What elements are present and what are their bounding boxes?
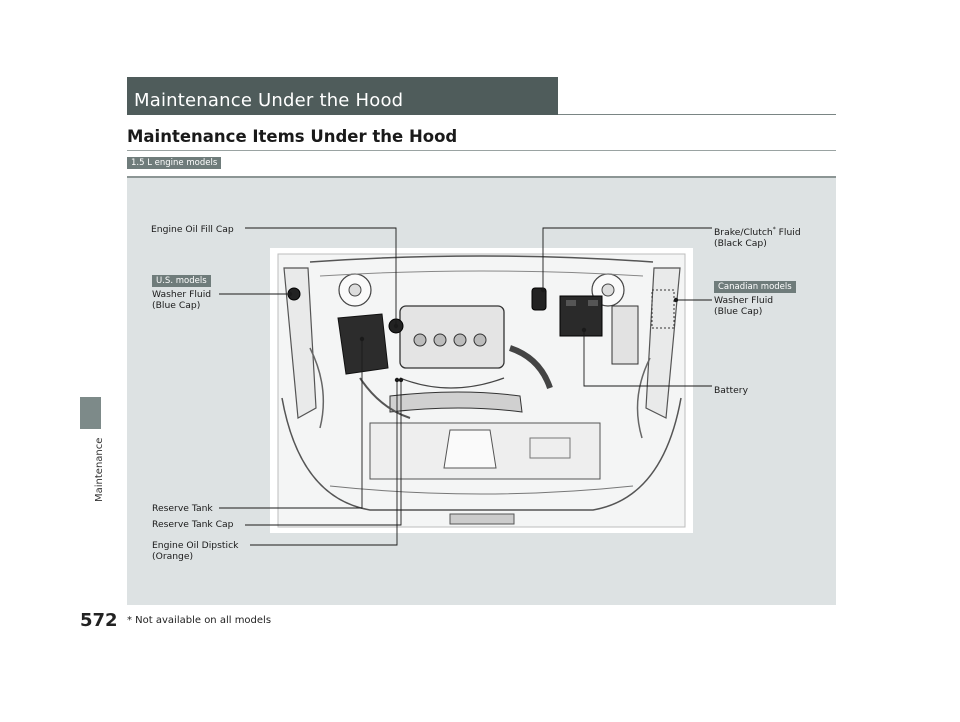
washer-fluid-right-line2: (Blue Cap): [714, 306, 763, 317]
reserve-tank-label: Reserve Tank: [152, 503, 213, 514]
washer-fluid-left-line2: (Blue Cap): [152, 300, 201, 311]
engine-model-tag: 1.5 L engine models: [127, 157, 222, 169]
page-number: 572: [80, 610, 118, 631]
washer-fluid-right-line1: Washer Fluid: [714, 295, 774, 306]
washer-fluid-left-label: Washer Fluid (Blue Cap): [152, 289, 211, 311]
reserve-tank-cap-label: Reserve Tank Cap: [152, 519, 234, 530]
battery-text: Battery: [714, 385, 749, 396]
battery-label: Battery: [714, 385, 748, 396]
section-banner: Maintenance Under the Hood: [127, 77, 558, 115]
engine-oil-fill-cap-text: Engine Oil Fill Cap: [151, 224, 234, 235]
engine-oil-fill-cap-label: Engine Oil Fill Cap: [151, 224, 234, 235]
washer-fluid-left-line1: Washer Fluid: [152, 289, 212, 300]
engine-bay-illustration: [270, 248, 693, 533]
banner-divider: [558, 114, 836, 115]
page-heading: Maintenance Items Under the Hood: [127, 127, 458, 146]
chapter-tab: [80, 397, 101, 429]
canadian-models-tag: Canadian models: [714, 281, 796, 293]
reserve-tank-cap-text: Reserve Tank Cap: [152, 519, 234, 530]
reserve-tank-text: Reserve Tank: [152, 503, 213, 514]
brake-clutch-text: Brake/Clutch: [714, 227, 773, 239]
brake-clutch-line2: (Black Cap): [714, 238, 767, 250]
washer-fluid-right-label: Washer Fluid (Blue Cap): [714, 295, 773, 317]
engine-oil-dipstick-line1: Engine Oil Dipstick: [152, 540, 239, 551]
brake-clutch-fluid-label: Brake/Clutch* Fluid (Black Cap): [714, 224, 801, 249]
panel-top-rule: [127, 176, 836, 178]
engine-oil-dipstick-label: Engine Oil Dipstick (Orange): [152, 540, 238, 562]
us-models-tag: U.S. models: [152, 275, 211, 287]
brake-clutch-line1: Brake/Clutch* Fluid: [714, 224, 801, 238]
heading-divider: [127, 150, 836, 151]
brake-clutch-asterisk: *: [772, 226, 776, 233]
engine-oil-dipstick-line2: (Orange): [152, 551, 194, 562]
footnote: * Not available on all models: [127, 615, 272, 626]
section-title: Maintenance Under the Hood: [134, 90, 404, 111]
brake-clutch-suffix: Fluid: [775, 227, 801, 239]
